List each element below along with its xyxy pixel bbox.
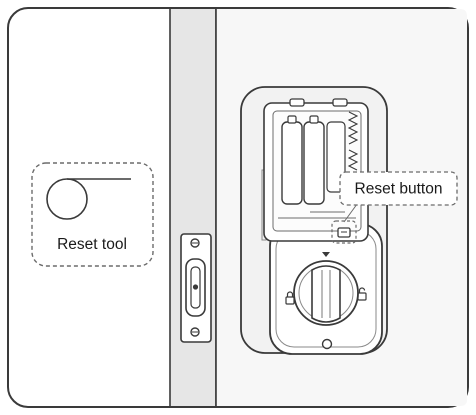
- lock-icon: [285, 291, 295, 305]
- reset-button-icon[interactable]: [331, 220, 357, 244]
- reset-button-label: Reset button: [355, 181, 443, 198]
- indicator-hole: [321, 338, 333, 350]
- reset-tool-icon: [46, 178, 131, 220]
- reset-tool-callout: Reset tool: [31, 162, 154, 267]
- battery-icon: [281, 111, 359, 205]
- reset-button-callout: Reset button: [339, 171, 458, 206]
- reset-tool-label: Reset tool: [57, 236, 127, 253]
- unlock-icon: [357, 287, 367, 301]
- door-edge: [169, 9, 217, 406]
- thumb-turn-icon[interactable]: [293, 252, 359, 326]
- strike-plate-icon: [180, 233, 212, 343]
